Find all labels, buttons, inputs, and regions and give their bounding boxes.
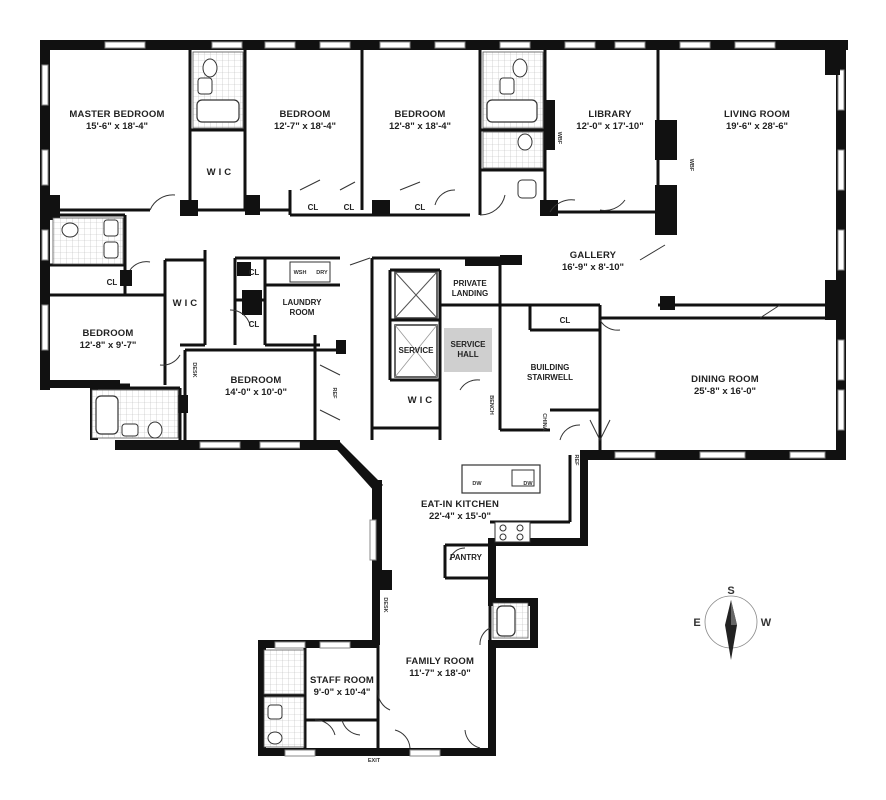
gallery-name: GALLERY <box>570 250 617 261</box>
bench-label: BENCH <box>488 395 494 415</box>
desk-label-2: DESK <box>382 597 388 612</box>
laundry-label-1: LAUNDRY <box>283 298 322 307</box>
compass: S E W <box>693 585 772 660</box>
master-bedroom-dim: 15'-6" x 18'-4" <box>86 121 148 132</box>
cl-label-6: CL <box>249 320 260 329</box>
private-landing-label-2: LANDING <box>452 289 488 298</box>
cl-label-7: CL <box>560 316 571 325</box>
private-landing-label-1: PRIVATE <box>453 279 487 288</box>
bedroom-2-name: BEDROOM <box>394 109 445 120</box>
elevators <box>394 271 492 378</box>
cl-label-2: CL <box>344 203 355 212</box>
service-hall-label-1: SERVICE <box>451 340 487 349</box>
dw-label-1: DW <box>472 481 482 487</box>
compass-south-label: S <box>727 585 734 597</box>
small-labels: W I C W I C W I C CL CL CL CL CL CL CL L… <box>107 132 694 764</box>
kitchen-dim: 22'-4" x 15'-0" <box>429 511 491 522</box>
structural-columns <box>40 45 840 590</box>
windows <box>41 41 845 757</box>
service-hall-area <box>444 328 492 372</box>
laundry-label-2: ROOM <box>290 308 315 317</box>
dw-label-2: DW <box>523 481 533 487</box>
master-bedroom-name: MASTER BEDROOM <box>69 109 164 120</box>
compass-east-label: E <box>693 617 700 629</box>
service-label: SERVICE <box>399 346 435 355</box>
bedroom-4-name: BEDROOM <box>230 375 281 386</box>
wic-label-3: W I C <box>408 395 433 406</box>
wic-label-1: W I C <box>207 167 232 178</box>
desk-label-1: DESK <box>191 362 197 377</box>
doors <box>129 179 781 749</box>
compass-west-label: W <box>761 617 772 629</box>
staff-room-name: STAFF ROOM <box>310 675 374 686</box>
bathrooms <box>52 51 544 748</box>
dining-room-dim: 25'-8" x 16'-0" <box>694 386 756 397</box>
kitchen-name: EAT-IN KITCHEN <box>421 499 499 510</box>
bedroom-3-name: BEDROOM <box>82 328 133 339</box>
dry-label: DRY <box>316 270 328 276</box>
service-hall-label-2: HALL <box>457 350 478 359</box>
wic-label-2: W I C <box>173 298 198 309</box>
bedroom-1-name: BEDROOM <box>279 109 330 120</box>
wsh-label: WSH <box>294 270 307 276</box>
bedroom-4-dim: 14'-0" x 10'-0" <box>225 387 287 398</box>
china-label: CHINA <box>541 413 547 430</box>
staff-room-dim: 9'-0" x 10'-4" <box>314 687 371 698</box>
ref-label-1: REF <box>331 388 337 400</box>
stairwell-label-2: STAIRWELL <box>527 373 573 382</box>
bedroom-1-dim: 12'-7" x 18'-4" <box>274 121 336 132</box>
ref-label-2: REF <box>573 455 579 467</box>
living-room-dim: 19'-6" x 28'-6" <box>726 121 788 132</box>
stairwell-label-1: BUILDING <box>531 363 570 372</box>
exit-label: EXIT <box>368 758 381 764</box>
cl-label-3: CL <box>415 203 426 212</box>
cl-label-5: CL <box>249 268 260 277</box>
wbf-label-2: WBF <box>688 159 694 172</box>
kitchen-fixtures <box>289 261 541 543</box>
family-room-name: FAMILY ROOM <box>406 656 474 667</box>
cl-label-1: CL <box>308 203 319 212</box>
wbf-label-1: WBF <box>556 132 562 145</box>
dining-room-name: DINING ROOM <box>691 374 759 385</box>
room-labels: MASTER BEDROOM 15'-6" x 18'-4" BEDROOM 1… <box>69 109 790 698</box>
library-name: LIBRARY <box>588 109 632 120</box>
bedroom-2-dim: 12'-8" x 18'-4" <box>389 121 451 132</box>
cl-label-4: CL <box>107 278 118 287</box>
family-room-dim: 11'-7" x 18'-0" <box>409 668 471 679</box>
living-room-name: LIVING ROOM <box>724 109 790 120</box>
library-dim: 12'-0" x 17'-10" <box>576 121 643 132</box>
pantry-label: PANTRY <box>450 553 483 562</box>
gallery-dim: 16'-9" x 8'-10" <box>562 262 624 273</box>
bedroom-3-dim: 12'-8" x 9'-7" <box>80 340 137 351</box>
